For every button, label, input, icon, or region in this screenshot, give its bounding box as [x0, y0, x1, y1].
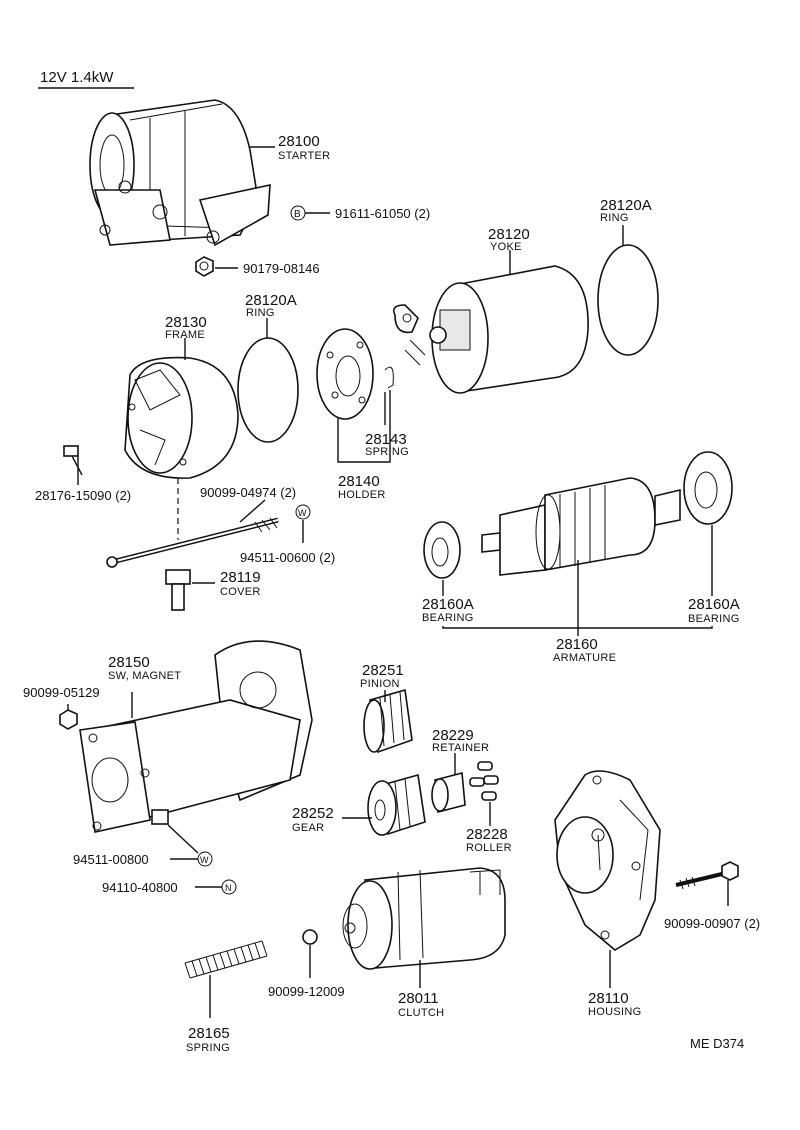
clutch-label: CLUTCH: [398, 1007, 444, 1019]
frame-drawing: [124, 356, 239, 479]
ring-mid-label: RING: [246, 307, 275, 319]
retainer-label: RETAINER: [432, 742, 489, 754]
holder-drawing: [316, 328, 394, 420]
pinion-number: 28251: [362, 662, 404, 679]
bearing-right-icon: [683, 451, 733, 525]
svg-text:W: W: [200, 855, 209, 865]
clutch-drawing: [342, 867, 506, 970]
retainer-number: 28229: [432, 727, 474, 744]
svg-text:N: N: [225, 883, 232, 893]
yoke-label: YOKE: [490, 241, 522, 253]
spec-title: 12V 1.4kW: [40, 69, 114, 86]
frame-label: FRAME: [165, 329, 205, 341]
bearing-right-label: BEARING: [688, 613, 740, 625]
cover-label: COVER: [220, 586, 261, 598]
bolt-90099-00907: 90099-00907 (2): [664, 916, 760, 931]
diagram-code: ME D374: [690, 1036, 744, 1051]
pinion-icon: [363, 688, 413, 754]
armature-number: 28160: [556, 636, 598, 653]
ring-top-number: 28120A: [600, 197, 652, 214]
svg-text:W: W: [298, 508, 307, 518]
spring-28165-label: SPRING: [186, 1042, 230, 1054]
cover-icon: [165, 569, 191, 611]
bolt-91611-61050: 91611-61050 (2): [335, 206, 430, 221]
nut-90099-05129: 90099-05129: [23, 685, 100, 700]
bearing-left-number: 28160A: [422, 596, 474, 613]
roller-icon: [469, 761, 499, 801]
nut-90179-08146: 90179-08146: [243, 261, 320, 276]
sw-magnet-label: SW, MAGNET: [108, 670, 181, 682]
clutch-number: 28011: [398, 990, 439, 1007]
washer-94511-00600: 94511-00600 (2): [240, 550, 335, 565]
roller-label: ROLLER: [466, 842, 512, 854]
bearing-right-number: 28160A: [688, 596, 740, 613]
retainer-icon: [431, 771, 466, 814]
starter-assembly-drawing: [89, 99, 271, 247]
bearing-left-icon: [423, 521, 461, 579]
ring-mid-number: 28120A: [245, 292, 297, 309]
frame-number: 28130: [165, 314, 207, 331]
spring-28143-number: 28143: [365, 431, 407, 448]
cover-number: 28119: [220, 569, 261, 586]
roller-number: 28228: [466, 826, 508, 843]
yoke-drawing: [392, 265, 589, 394]
w-symbol: [295, 504, 311, 520]
holder-label: HOLDER: [338, 489, 386, 501]
housing-label: HOUSING: [588, 1006, 641, 1018]
yoke-number: 28120: [488, 226, 530, 243]
spring-28165-number: 28165: [188, 1025, 230, 1042]
armature-label: ARMATURE: [553, 652, 616, 664]
starter-number: 28100: [278, 133, 320, 150]
housing-drawing: [554, 770, 661, 951]
sw-magnet-number: 28150: [108, 654, 150, 671]
starter-label: STARTER: [278, 150, 330, 162]
spring-icon: [184, 940, 268, 979]
housing-number: 28110: [588, 990, 629, 1007]
screw-28176-15090: 28176-15090 (2): [35, 488, 131, 503]
bolt-90099-04974: 90099-04974 (2): [200, 485, 296, 500]
armature-drawing: [481, 477, 681, 576]
spring-28143-label: SPRING: [365, 446, 409, 458]
switch-magnet-drawing: [79, 640, 313, 833]
nut-94110-40800: 94110-40800: [102, 880, 178, 895]
through-bolt-icon: [106, 517, 279, 568]
svg-text:B: B: [294, 209, 301, 220]
gear-label: GEAR: [292, 822, 324, 834]
holder-number: 28140: [338, 473, 380, 490]
gear-icon: [367, 773, 426, 836]
bolt-00907-icon: [675, 861, 739, 890]
gear-number: 28252: [292, 805, 334, 822]
pinion-label: PINION: [360, 678, 400, 690]
nut-icon: [195, 256, 214, 277]
ball-90099-12009: 90099-12009: [268, 984, 345, 999]
ball-icon: [302, 929, 318, 945]
ring-top-label: RING: [600, 212, 629, 224]
ring-mid-icon: [237, 337, 299, 443]
nut-05129-icon: [59, 709, 78, 730]
screw-icon: [63, 445, 83, 476]
ring-icon: [597, 244, 659, 356]
bearing-left-label: BEARING: [422, 612, 474, 624]
washer-94511-00800: 94511-00800: [73, 852, 149, 867]
